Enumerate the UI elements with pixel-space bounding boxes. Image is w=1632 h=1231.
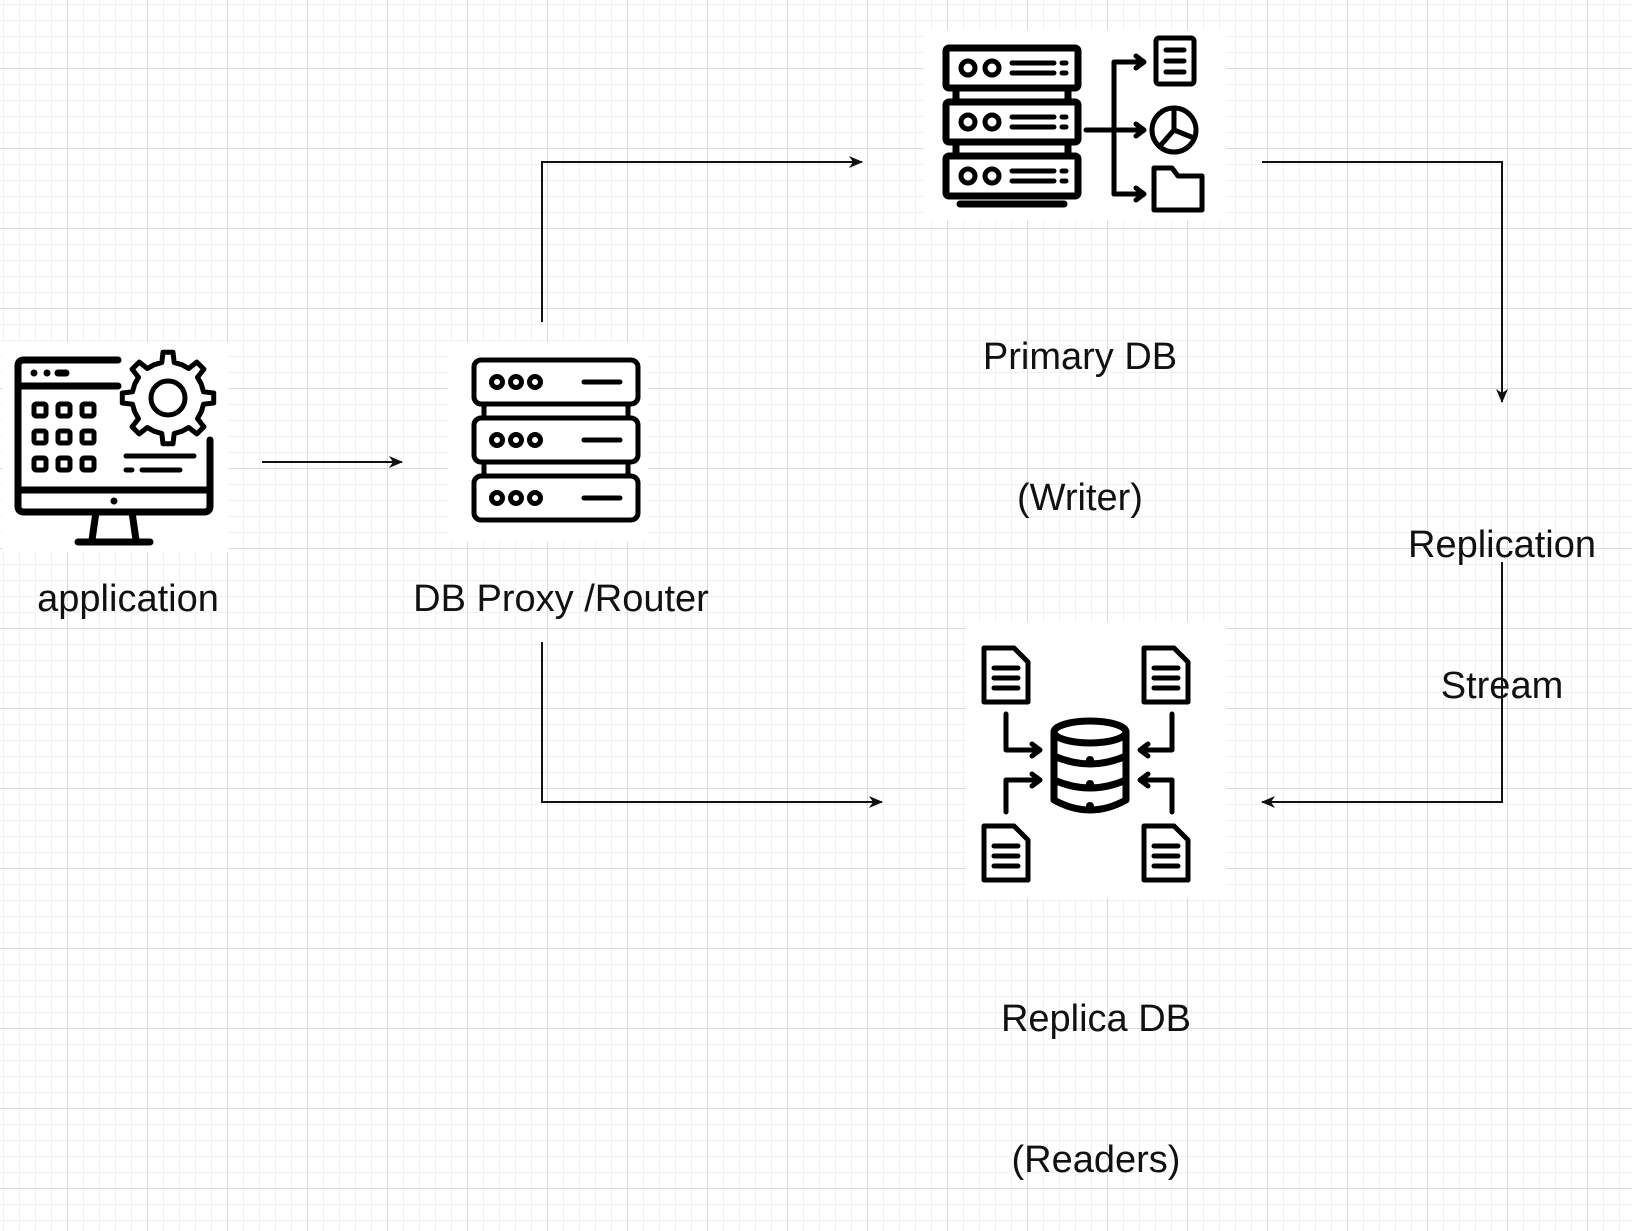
replica-label: Replica DB (Readers)	[956, 902, 1236, 1231]
replication-label-line2: Stream	[1440, 665, 1564, 707]
edge-proxy-to-primary[interactable]	[541, 156, 863, 322]
architecture-diagram	[2, 30, 1508, 898]
monitor-gear-icon	[14, 349, 217, 546]
application-label: application	[37, 578, 219, 620]
server-stack-icon	[471, 357, 641, 523]
proxy-node[interactable]	[448, 342, 648, 542]
proxy-label: DB Proxy /Router	[413, 578, 709, 620]
edge-proxy-to-replica[interactable]	[541, 642, 883, 808]
application-node[interactable]	[2, 342, 228, 552]
primary-node[interactable]	[924, 30, 1226, 220]
primary-label-line1: Primary DB	[982, 336, 1178, 378]
primary-label-line2: (Writer)	[1017, 477, 1143, 519]
replica-node[interactable]	[966, 622, 1226, 898]
edge-replication-to-replica[interactable]	[1261, 562, 1503, 808]
replica-label-line1: Replica DB	[1000, 998, 1192, 1040]
replication-label: Replication Stream	[1382, 428, 1622, 757]
edges	[262, 156, 1508, 808]
edge-primary-to-replication[interactable]	[1262, 161, 1508, 403]
primary-label: Primary DB (Writer)	[940, 240, 1220, 569]
database-documents-icon	[981, 645, 1191, 883]
database-server-distribution-icon	[942, 35, 1205, 213]
replica-label-line2: (Readers)	[1011, 1139, 1181, 1181]
replication-label-line1: Replication	[1408, 524, 1596, 566]
